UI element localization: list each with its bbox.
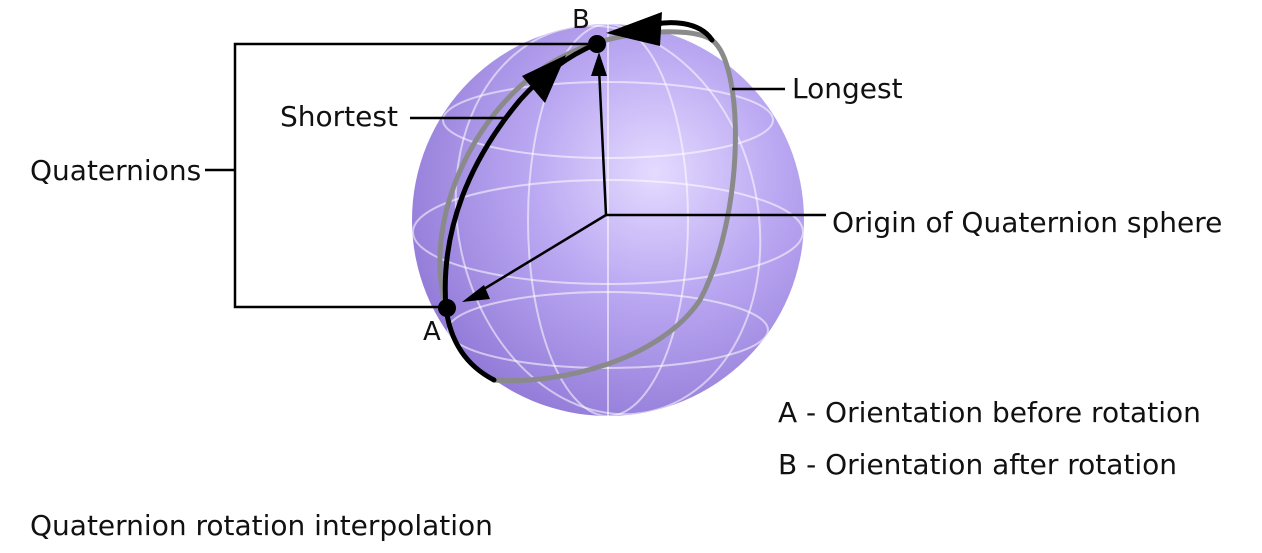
legend-a: A - Orientation before rotation [778,396,1201,429]
quaternions-bracket [205,42,588,309]
quaternions-label: Quaternions [30,154,201,187]
quaternion-sphere [412,24,804,416]
point-a-marker [438,299,456,317]
longest-label: Longest [792,72,903,105]
origin-label: Origin of Quaternion sphere [832,206,1222,239]
point-a-label: A [423,317,441,347]
longest-arrowhead [606,12,662,46]
shortest-path-tail [443,305,497,383]
legend-b: B - Orientation after rotation [778,448,1177,481]
shortest-arrowhead [522,55,566,103]
figure-caption: Quaternion rotation interpolation [30,509,493,542]
point-b-marker [588,35,606,53]
point-b-label: B [572,5,590,35]
shortest-label: Shortest [280,100,398,133]
origin-vectors [462,52,608,302]
shortest-path [442,41,599,311]
